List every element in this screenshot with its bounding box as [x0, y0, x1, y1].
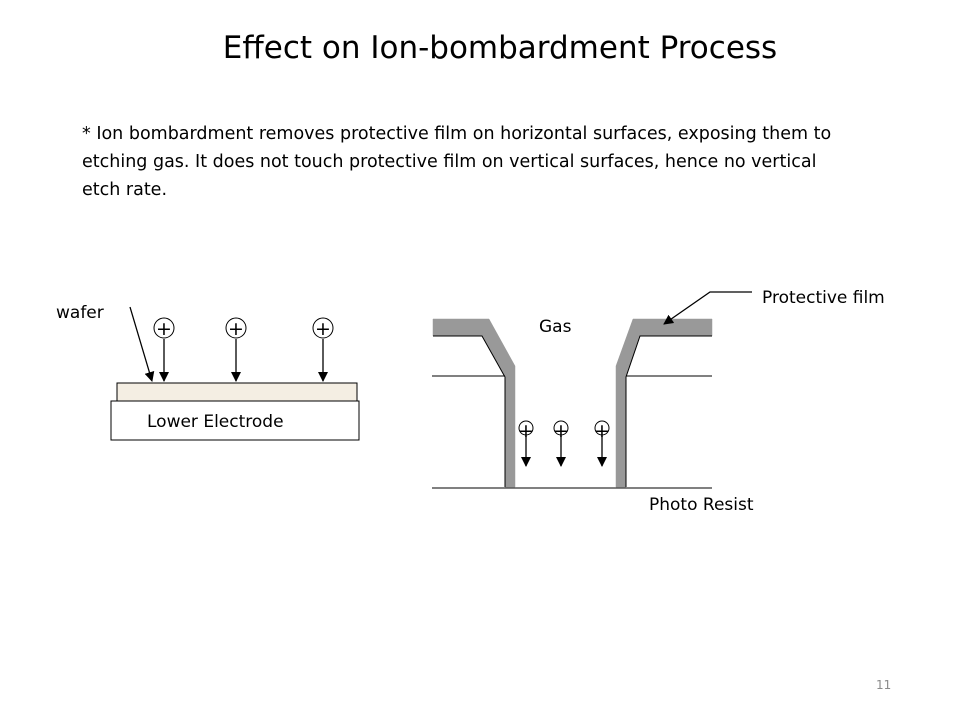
slide-title: Effect on Ion-bombardment Process	[222, 30, 778, 66]
ion-plus: +	[156, 318, 172, 340]
ion-plus: +	[315, 318, 331, 340]
wafer-pointer-arrow	[129, 306, 155, 382]
trench-ion-2: +	[553, 420, 569, 467]
protective-film-right	[615, 318, 713, 488]
ion-2: +	[225, 317, 247, 382]
trench-outline-right	[625, 335, 712, 487]
protective-film-pointer-arrow	[663, 291, 752, 325]
right-diagram: Gas Protective film Photo Resist + + +	[432, 288, 885, 515]
gas-label: Gas	[539, 317, 572, 337]
trench-ion-1: +	[518, 420, 534, 467]
lower-electrode-label: Lower Electrode	[147, 412, 284, 432]
ion-plus: +	[228, 318, 244, 340]
lower-electrode	[110, 400, 360, 441]
ion-circle	[594, 420, 610, 436]
slide-number: 11	[876, 678, 892, 692]
photo-resist-label: Photo Resist	[649, 495, 754, 515]
ion-3: +	[312, 317, 334, 382]
ion-circle	[553, 420, 569, 436]
trench-outline-left	[433, 335, 506, 487]
ion-plus: +	[594, 420, 610, 442]
trench-ion-3: +	[594, 420, 610, 467]
bullet-text: * Ion bombardment removes protective fil…	[82, 124, 832, 200]
ion-plus: +	[518, 420, 534, 442]
left-diagram: wafer Lower Electrode + + +	[56, 303, 360, 441]
ion-circle	[312, 317, 334, 339]
ion-1: +	[153, 317, 175, 382]
ion-circle	[153, 317, 175, 339]
ion-plus: +	[553, 420, 569, 442]
protective-film-label: Protective film	[762, 288, 885, 308]
wafer	[116, 382, 358, 402]
protective-film-left	[432, 318, 516, 488]
ion-circle	[518, 420, 534, 436]
wafer-label: wafer	[56, 303, 104, 323]
ion-circle	[225, 317, 247, 339]
